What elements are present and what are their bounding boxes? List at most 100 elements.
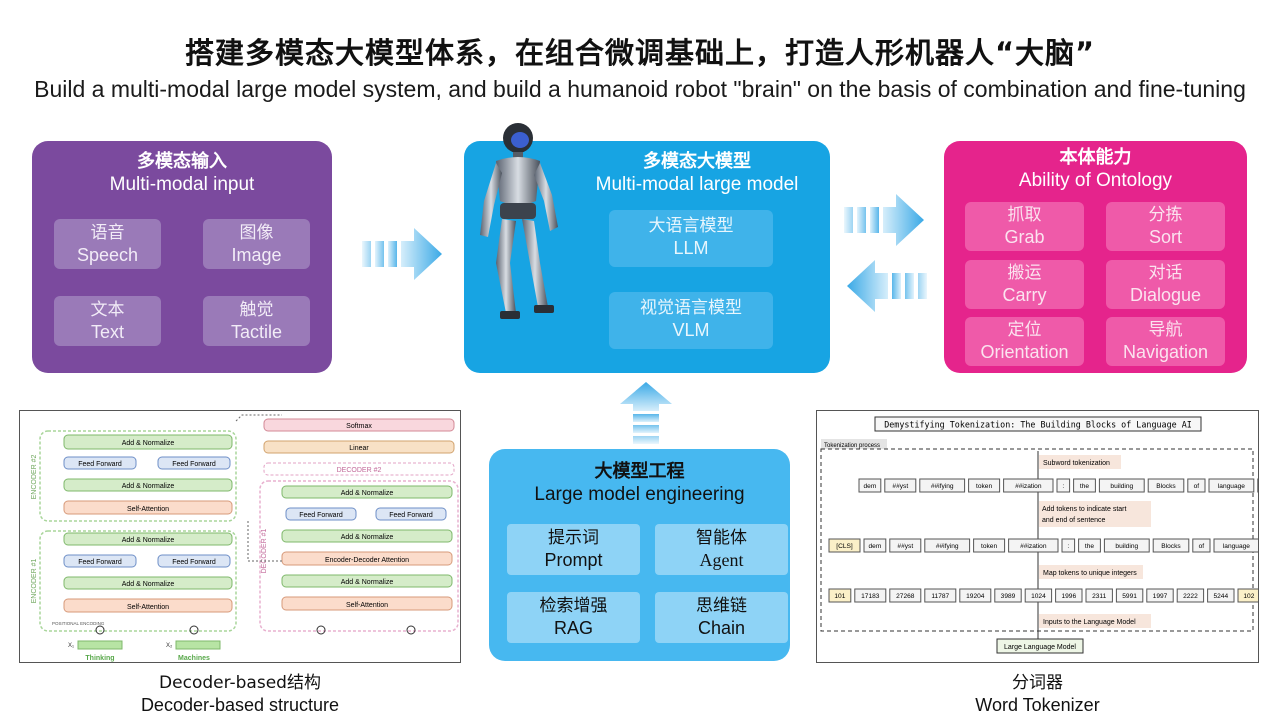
step2-box xyxy=(1039,501,1151,527)
model-item-llm: 大语言模型 LLM xyxy=(609,210,773,267)
encoder1-frame xyxy=(39,530,237,632)
step2-label-b: and end of sentence xyxy=(1042,517,1106,524)
token-box xyxy=(968,478,1001,493)
ability-item-orientation: 定位 Orientation xyxy=(965,317,1084,366)
positional-encoding-label: POSITIONAL ENCODING xyxy=(52,621,105,626)
token-label: dem xyxy=(868,543,881,550)
enc1-self-attention xyxy=(63,598,233,613)
engineering-item-agent: 智能体 Agent xyxy=(655,524,788,575)
token-box xyxy=(854,588,887,603)
token-label: of xyxy=(1199,543,1205,550)
enc2-ff-1-label: Feed Forward xyxy=(78,461,122,468)
x2-vector xyxy=(175,640,221,650)
enc2-add-norm-top-label: Add & Normalize xyxy=(122,440,175,447)
encoder2-frame xyxy=(39,430,237,522)
step4-box xyxy=(1039,614,1151,628)
decoder-caption-en: Decoder-based structure xyxy=(140,695,340,715)
page-title-cn: 搭建多模态大模型体系，在组合微调基础上，打造人形机器人“大脑” xyxy=(184,36,1096,70)
token-label: ##ifying xyxy=(931,483,954,490)
token-box xyxy=(1078,538,1101,553)
enc1-ff-1-label: Feed Forward xyxy=(78,559,122,566)
enc1-ff-2 xyxy=(157,554,231,568)
enc2-self-attention-label: Self-Attention xyxy=(127,506,169,513)
token-label: the xyxy=(1080,483,1089,490)
dec1-ff-2 xyxy=(375,507,447,521)
page-title-en: Build a multi-modal large model system, … xyxy=(34,76,1246,102)
encoder-output-link xyxy=(235,414,282,422)
engineering-item-cn: 智能体 xyxy=(696,528,747,548)
enc2-add-norm-top xyxy=(63,434,233,450)
token-box xyxy=(1192,538,1211,553)
token-box xyxy=(1208,478,1255,493)
ability-item-navigation: 导航 Navigation xyxy=(1106,317,1225,366)
enc2-self-attention xyxy=(63,500,233,515)
ability-item-cn: 搬运 xyxy=(1007,263,1042,283)
model-item-vlm: 视觉语言模型 VLM xyxy=(609,292,773,349)
ability-item-en: Dialogue xyxy=(1129,285,1202,305)
ability-panel-title-en: Ability of Ontology xyxy=(1018,170,1173,191)
transformer-diagram: Add & Normalize Feed Forward Feed Forwar… xyxy=(31,414,459,662)
tokenizer-title: Demystifying Tokenization: The Building … xyxy=(884,420,1192,430)
token-box xyxy=(1176,588,1205,603)
token-label: 2311 xyxy=(1092,593,1107,600)
decoder-add-icon-2 xyxy=(406,625,416,635)
token-box xyxy=(1056,478,1071,493)
token-label: 27268 xyxy=(896,593,915,600)
linear-label: Linear xyxy=(349,445,369,452)
engineering-item-en: Prompt xyxy=(544,550,603,570)
linear-block xyxy=(263,440,455,454)
decoder2-label: DECODER #2 xyxy=(337,467,382,474)
input-item-en: Text xyxy=(90,322,124,342)
token-box xyxy=(1146,588,1174,603)
step1-label: Subword tokenization xyxy=(1043,460,1110,467)
token-box xyxy=(959,588,992,603)
humanoid-robot-illustration xyxy=(480,123,558,319)
token-label: 102 xyxy=(1243,593,1254,600)
enc2-ff-2 xyxy=(157,456,231,470)
engineering-item-cn: 检索增强 xyxy=(539,596,608,616)
dec1-add-norm-2-label: Add & Normalize xyxy=(341,534,394,541)
token-label: the xyxy=(1085,543,1094,550)
input-item-tactile: 触觉 Tactile xyxy=(203,296,310,346)
token-box xyxy=(1115,588,1144,603)
token-box xyxy=(1103,538,1150,553)
engineering-item-en: Agent xyxy=(699,550,744,570)
input-word-2: Machines xyxy=(178,655,210,662)
model-panel-title-cn: 多模态大模型 xyxy=(643,151,751,172)
token-label: ##ization xyxy=(1015,483,1042,490)
positional-add-icon-1 xyxy=(95,625,105,635)
token-box xyxy=(1237,588,1258,603)
model-item-cn: 大语言模型 xyxy=(648,216,734,236)
token-box xyxy=(858,478,882,493)
input-item-cn: 文本 xyxy=(90,300,125,320)
arrow-right-icon xyxy=(844,194,924,246)
input-word-1: Thinking xyxy=(85,655,114,662)
input-item-text: 文本 Text xyxy=(54,296,161,346)
token-label: ##ifying xyxy=(936,543,959,550)
enc-dec-attention-label: Encoder-Decoder Attention xyxy=(325,557,409,564)
arrow-right-icon xyxy=(362,228,442,280)
enc1-add-norm-label: Add & Normalize xyxy=(122,581,175,588)
token-label: [CLS] xyxy=(836,543,853,550)
input-item-cn: 语音 xyxy=(90,223,125,243)
dec1-add-norm-3-label: Add & Normalize xyxy=(341,579,394,586)
ability-item-sort: 分拣 Sort xyxy=(1106,202,1225,251)
model-item-en: LLM xyxy=(673,238,709,258)
x1-vector xyxy=(77,640,123,650)
input-panel-title-en: Multi-modal input xyxy=(109,174,255,195)
token-box xyxy=(1187,478,1206,493)
tokenizer-caption: 分词器 Word Tokenizer xyxy=(816,672,1259,716)
ability-item-grab: 抓取 Grab xyxy=(965,202,1084,251)
process-label: Tokenization process xyxy=(824,443,880,449)
engineering-panel-title-en: Large model engineering xyxy=(534,484,745,505)
dec1-add-norm-top xyxy=(281,485,453,499)
dec1-add-norm-3 xyxy=(281,574,453,588)
token-box xyxy=(1003,478,1054,493)
token-box xyxy=(994,588,1022,603)
token-box xyxy=(1024,588,1053,603)
token-label: 17183 xyxy=(861,593,880,600)
token-label: token xyxy=(981,543,997,550)
token-box xyxy=(919,478,966,493)
ability-item-cn: 对话 xyxy=(1148,263,1183,283)
arrow-left-icon xyxy=(847,260,927,312)
